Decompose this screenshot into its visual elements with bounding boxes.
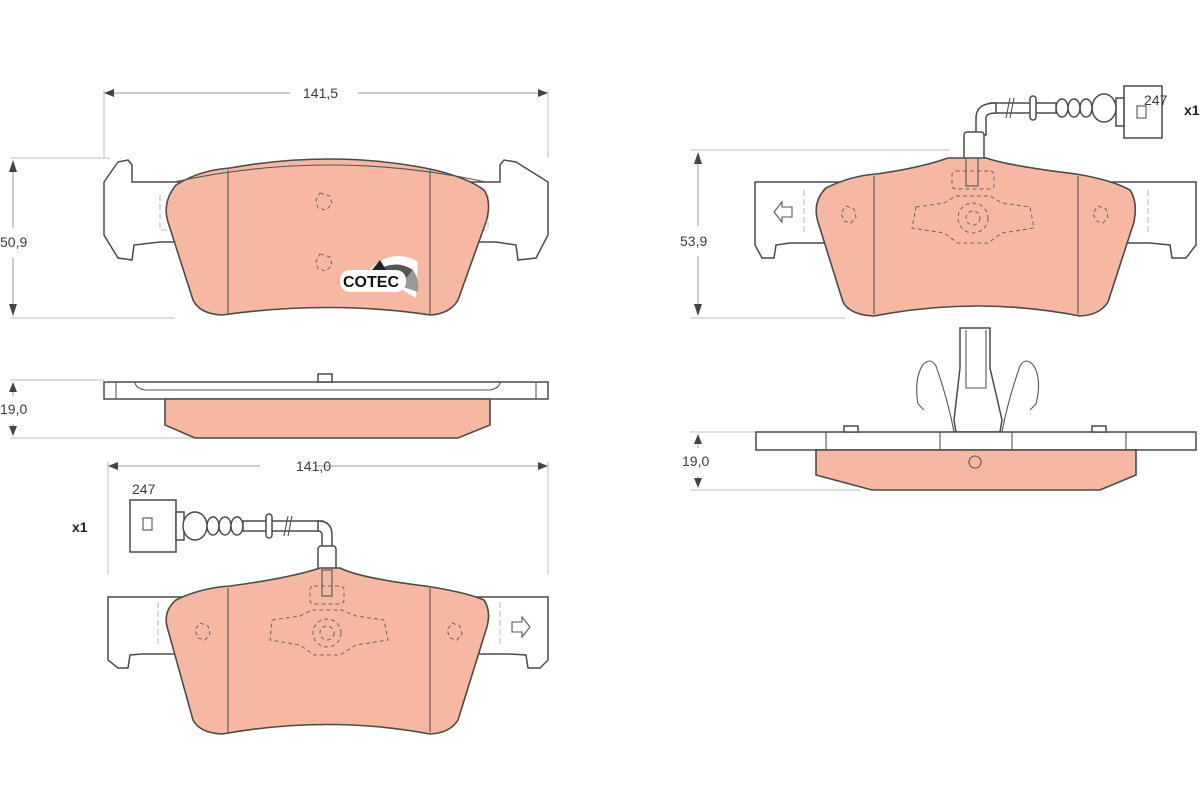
- sensor-length-label: 247: [132, 481, 156, 497]
- view-top-left-front: COTEC 141,5 50,9: [0, 85, 549, 319]
- sensor-length-label: 247: [1144, 92, 1168, 108]
- height-dimension-label: 53,9: [680, 233, 707, 249]
- cotec-logo-text: COTEC: [343, 274, 399, 291]
- wear-sensor: [963, 85, 1163, 163]
- wear-sensor: [129, 499, 337, 577]
- height-dimension-label: 50,9: [0, 234, 27, 250]
- width-dimension-label: 141,0: [296, 458, 331, 474]
- sensor-quantity-label: x1: [72, 519, 88, 535]
- width-dimension-label: 141,5: [303, 85, 338, 101]
- view-right-side: 19,0: [682, 327, 1197, 491]
- cotec-logo: COTEC: [340, 256, 419, 298]
- thickness-dimension-label: 19,0: [682, 453, 709, 469]
- sensor-quantity-label: x1: [1184, 102, 1200, 118]
- view-bottom-left-front: 141,0 247 x1: [72, 458, 549, 735]
- spring-clip: [916, 327, 1040, 433]
- thickness-dimension-label: 19,0: [0, 401, 27, 417]
- view-left-side: 19,0: [0, 373, 549, 439]
- view-top-right-front: 247 x1 53,9: [680, 85, 1200, 319]
